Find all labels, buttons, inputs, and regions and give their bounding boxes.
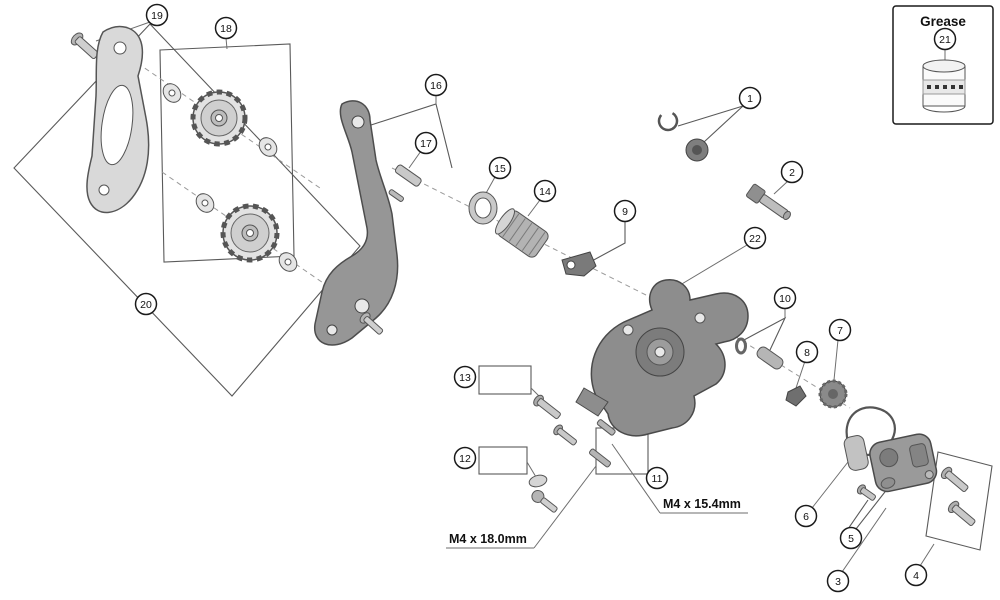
svg-text:10: 10 [779,293,791,305]
svg-text:5: 5 [848,533,854,545]
switch-unit [869,433,938,493]
callout-6: 6 [794,504,818,528]
callout-16: 16 [424,73,448,97]
svg-text:17: 17 [420,138,432,150]
callout-13: 13 [453,365,477,389]
callout-17: 17 [414,131,438,155]
svg-text:16: 16 [430,80,442,92]
adjust-cap [818,379,848,409]
svg-text:8: 8 [804,347,810,359]
callout-18: 18 [214,16,238,40]
svg-text:18: 18 [220,23,232,35]
bracket-axle-unit [657,110,709,162]
cover-plate [843,435,869,471]
svg-text:9: 9 [622,206,628,218]
callout-19: 19 [145,3,169,27]
svg-text:1: 1 [747,93,753,105]
callout-20: 20 [134,292,158,316]
note-m4-180: M4 x 18.0mm [449,532,527,546]
callout-8: 8 [795,340,819,364]
tension-spring-unit [494,208,549,258]
pulley-washers [162,83,298,272]
note-m4-154: M4 x 15.4mm [663,497,741,511]
svg-text:14: 14 [539,186,551,198]
svg-text:15: 15 [494,163,506,175]
callout-11: 11 [645,466,669,490]
guide-pulley [190,89,248,147]
svg-text:2: 2 [789,167,795,179]
callout-3: 3 [826,569,850,593]
group-20-bracket [13,23,361,397]
callout-1: 1 [738,86,762,110]
pawl-part [785,385,807,407]
callout-4: 4 [904,563,928,587]
svg-text:20: 20 [140,299,152,311]
cage-bolt [359,312,384,335]
oring-and-bushing [735,337,784,370]
callout-5: 5 [839,526,863,550]
bracket-bolt [746,183,791,221]
stopper-pin [388,164,422,202]
svg-text:21: 21 [939,34,951,46]
seal-ring [468,191,498,225]
callout-9: 9 [613,199,637,223]
callout-15: 15 [488,156,512,180]
outer-plate [314,100,399,346]
callout-2: 2 [780,160,804,184]
svg-text:19: 19 [151,10,163,22]
callout-12: 12 [453,446,477,470]
washer-and-screw [528,474,558,513]
leader-lines [13,21,993,573]
b-axle-bolts [533,394,577,446]
callout-21: 21 [933,27,957,51]
callout-22: 22 [743,226,767,250]
svg-text:12: 12 [459,453,471,465]
svg-text:11: 11 [652,473,663,485]
svg-text:7: 7 [837,325,843,337]
snap-ring [657,110,679,132]
grease-label: Grease [920,14,966,29]
grease-tub-icon [922,59,966,113]
adjust-set-screws [589,419,616,468]
derailleur-body [575,279,749,437]
svg-text:3: 3 [835,576,841,588]
unit-fixing-parts [856,477,896,501]
tension-pulley [220,203,280,263]
callout-7: 7 [828,318,852,342]
callout-14: 14 [533,179,557,203]
svg-text:22: 22 [749,233,761,245]
inner-plate [86,25,150,214]
grease-box: Grease [892,5,994,125]
unit-screws [940,466,976,527]
cable-fixing-lever [561,251,597,277]
svg-text:4: 4 [913,570,919,582]
callout-10: 10 [773,286,797,310]
svg-text:6: 6 [803,511,809,523]
svg-text:13: 13 [459,372,471,384]
